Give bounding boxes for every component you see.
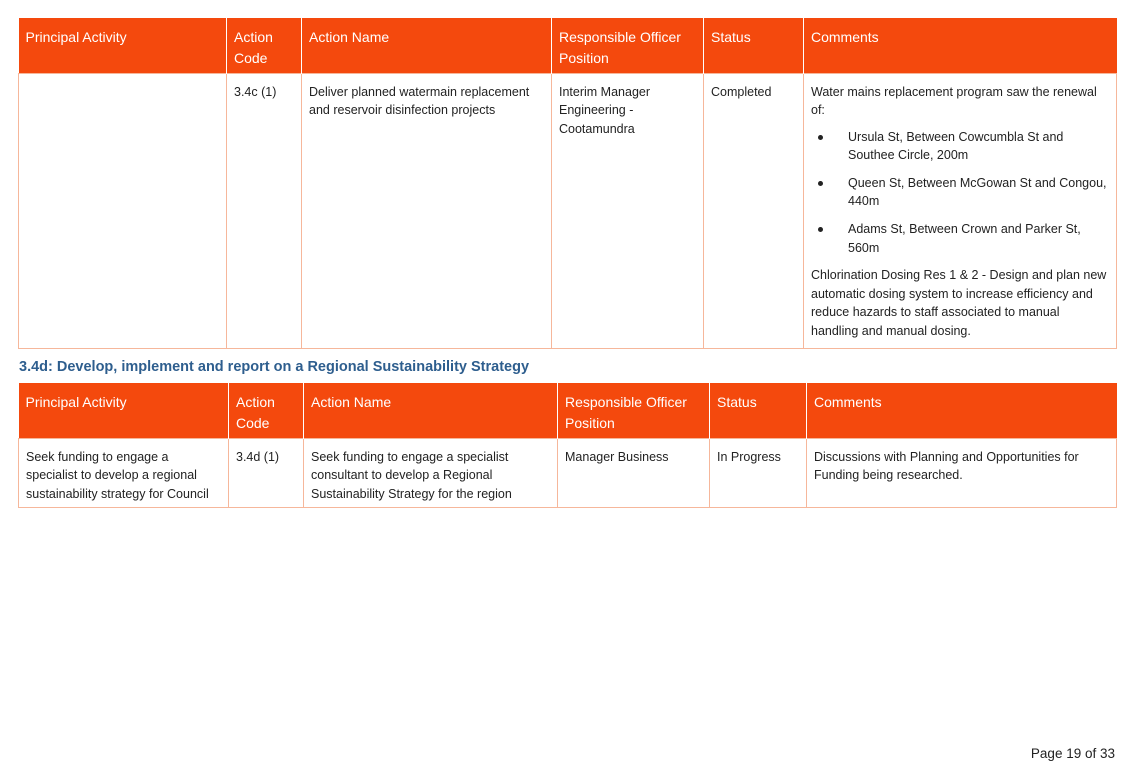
col-header-responsible-officer: Responsible Officer Position [557,383,710,438]
comments-bullet-list: Ursula St, Between Cowcumbla St and Sout… [811,128,1109,258]
cell-comments: Water mains replacement program saw the … [803,72,1117,349]
cell-status: Completed [703,72,804,349]
col-header-comments: Comments [806,383,1117,438]
table-row: 3.4c (1) Deliver planned watermain repla… [18,72,1117,349]
page-number: Page 19 of 33 [1030,746,1115,761]
table-header-row: Principal Activity Action Code Action Na… [18,383,1117,438]
cell-action-code: 3.4c (1) [226,72,302,349]
col-header-comments: Comments [803,18,1117,73]
table-header-row: Principal Activity Action Code Action Na… [18,18,1117,73]
section-heading: 3.4d: Develop, implement and report on a… [19,359,530,375]
action-table-3-4d: Principal Activity Action Code Action Na… [18,383,1117,509]
bullet-icon [818,134,823,140]
cell-action-name: Seek funding to engage a specialist cons… [303,437,558,509]
bullet-icon [818,227,823,233]
col-header-principal-activity: Principal Activity [18,383,229,438]
cell-principal-activity: Seek funding to engage a specialist to d… [18,437,229,509]
col-header-action-code: Action Code [226,18,302,73]
action-table-3-4c: Principal Activity Action Code Action Na… [18,18,1117,349]
cell-status: In Progress [709,437,807,509]
col-header-principal-activity: Principal Activity [18,18,227,73]
bullet-icon [818,180,823,186]
list-item: Ursula St, Between Cowcumbla St and Sout… [811,128,1109,165]
list-item: Adams St, Between Crown and Parker St, 5… [811,220,1109,257]
list-item-text: Adams St, Between Crown and Parker St, 5… [848,222,1081,255]
table-row: Seek funding to engage a specialist to d… [18,437,1117,509]
cell-responsible-officer: Interim Manager Engineering - Cootamundr… [551,72,704,349]
col-header-status: Status [703,18,804,73]
cell-comments: Discussions with Planning and Opportunit… [806,437,1117,509]
col-header-action-name: Action Name [301,18,552,73]
cell-principal-activity [18,72,227,349]
comments-outro: Chlorination Dosing Res 1 & 2 - Design a… [811,268,1107,339]
list-item-text: Ursula St, Between Cowcumbla St and Sout… [848,129,1064,163]
col-header-responsible-officer: Responsible Officer Position [551,18,704,73]
list-item-text: Queen St, Between McGowan St and Congou,… [848,175,1107,209]
cell-action-code: 3.4d (1) [228,437,304,509]
cell-action-name: Deliver planned watermain replacement an… [301,72,552,349]
list-item: Queen St, Between McGowan St and Congou,… [811,174,1109,211]
comments-intro: Water mains replacement program saw the … [811,84,1097,118]
cell-responsible-officer: Manager Business [557,437,710,509]
col-header-status: Status [709,383,807,438]
col-header-action-name: Action Name [303,383,558,438]
col-header-action-code: Action Code [228,383,304,438]
